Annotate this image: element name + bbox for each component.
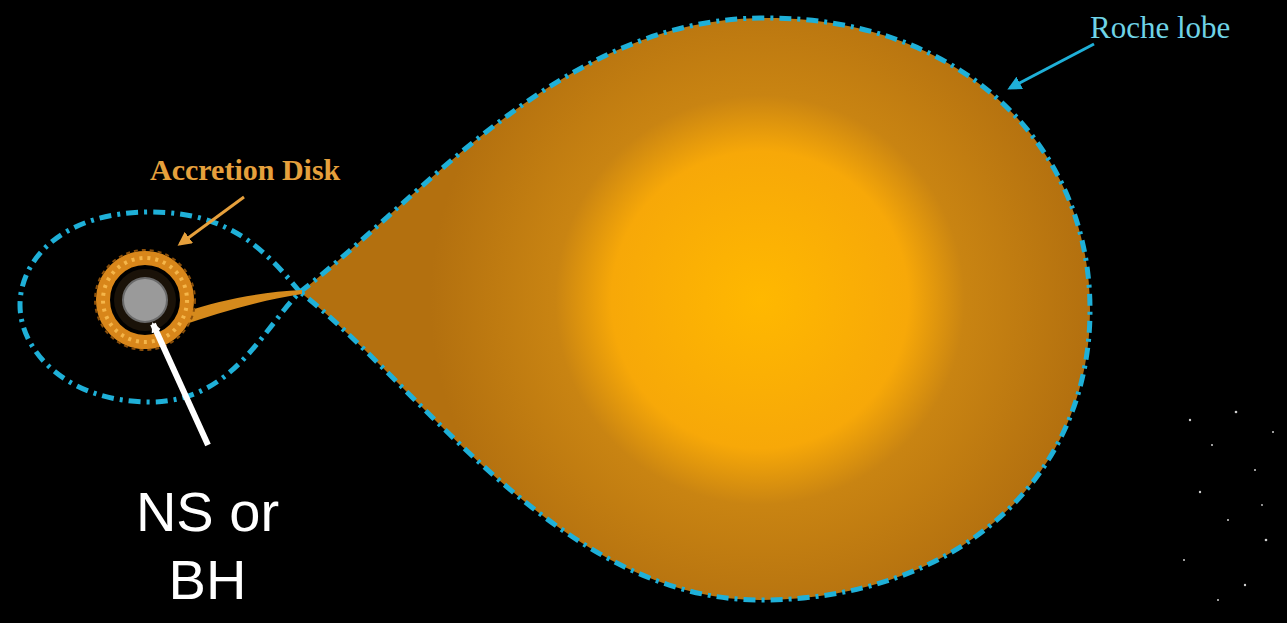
accretion-disk-edge bbox=[95, 250, 195, 350]
roche-lobe-outline bbox=[300, 18, 1090, 600]
roche-lobe-label: Roche lobe bbox=[1090, 10, 1230, 46]
accretion-disk bbox=[103, 258, 187, 342]
disk-pointer bbox=[180, 197, 244, 244]
compact-object-label: NS or BH bbox=[95, 478, 320, 614]
compact-roche-lobe bbox=[20, 212, 300, 402]
accretion-disk-label: Accretion Disk bbox=[150, 153, 340, 187]
accretion-stream bbox=[180, 290, 302, 326]
accretion-disk-speckle bbox=[103, 258, 187, 342]
ns-bh-pointer bbox=[153, 324, 208, 445]
compact-object bbox=[123, 278, 167, 322]
background-stars bbox=[1183, 411, 1274, 601]
disk-inner-gap bbox=[114, 269, 176, 331]
roche-pointer bbox=[1010, 44, 1094, 88]
donor-star bbox=[300, 18, 1090, 600]
